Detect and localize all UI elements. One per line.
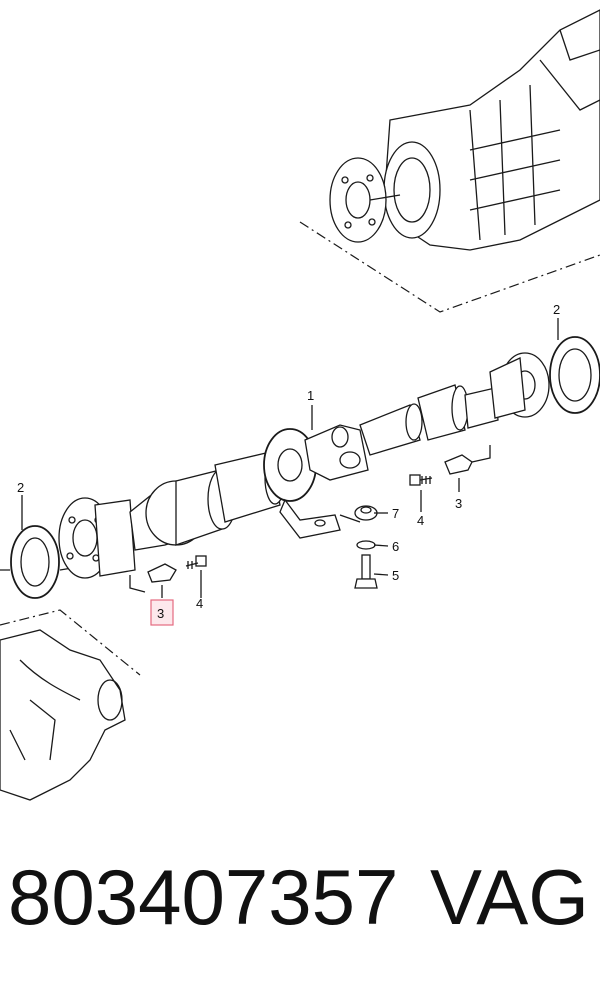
callout-6: 6 (392, 539, 399, 554)
callout-4-left: 4 (196, 596, 203, 611)
bolt-left (185, 555, 207, 569)
callout-7: 7 (392, 506, 399, 521)
callout-1: 1 (307, 388, 314, 403)
nut (354, 505, 378, 521)
callout-2-right: 2 (553, 302, 560, 317)
callout-2-left: 2 (17, 480, 24, 495)
rear-housing (0, 559, 141, 801)
clamp-plate-left (129, 563, 177, 593)
part-number: 803407357 (8, 853, 399, 941)
hex-bolt (354, 554, 378, 589)
clamp-plate-right (444, 445, 491, 475)
callout-4-right: 4 (417, 513, 424, 528)
driveshaft-exploded-diagram: 1 2 2 3 3 4 4 5 6 7 (0, 9, 600, 801)
brand-label: VAG (430, 853, 589, 941)
callout-5: 5 (392, 568, 399, 583)
gearbox-housing (299, 9, 600, 313)
callout-3-highlight (150, 599, 174, 626)
drive-shaft (58, 352, 550, 579)
flex-disc-right (549, 336, 600, 414)
leader-lines (21, 318, 559, 598)
callout-3-right: 3 (455, 496, 462, 511)
flex-disc-left (10, 525, 60, 599)
callout-3-left: 3 (157, 606, 164, 621)
bolt-right (409, 474, 433, 486)
washer (356, 540, 376, 550)
